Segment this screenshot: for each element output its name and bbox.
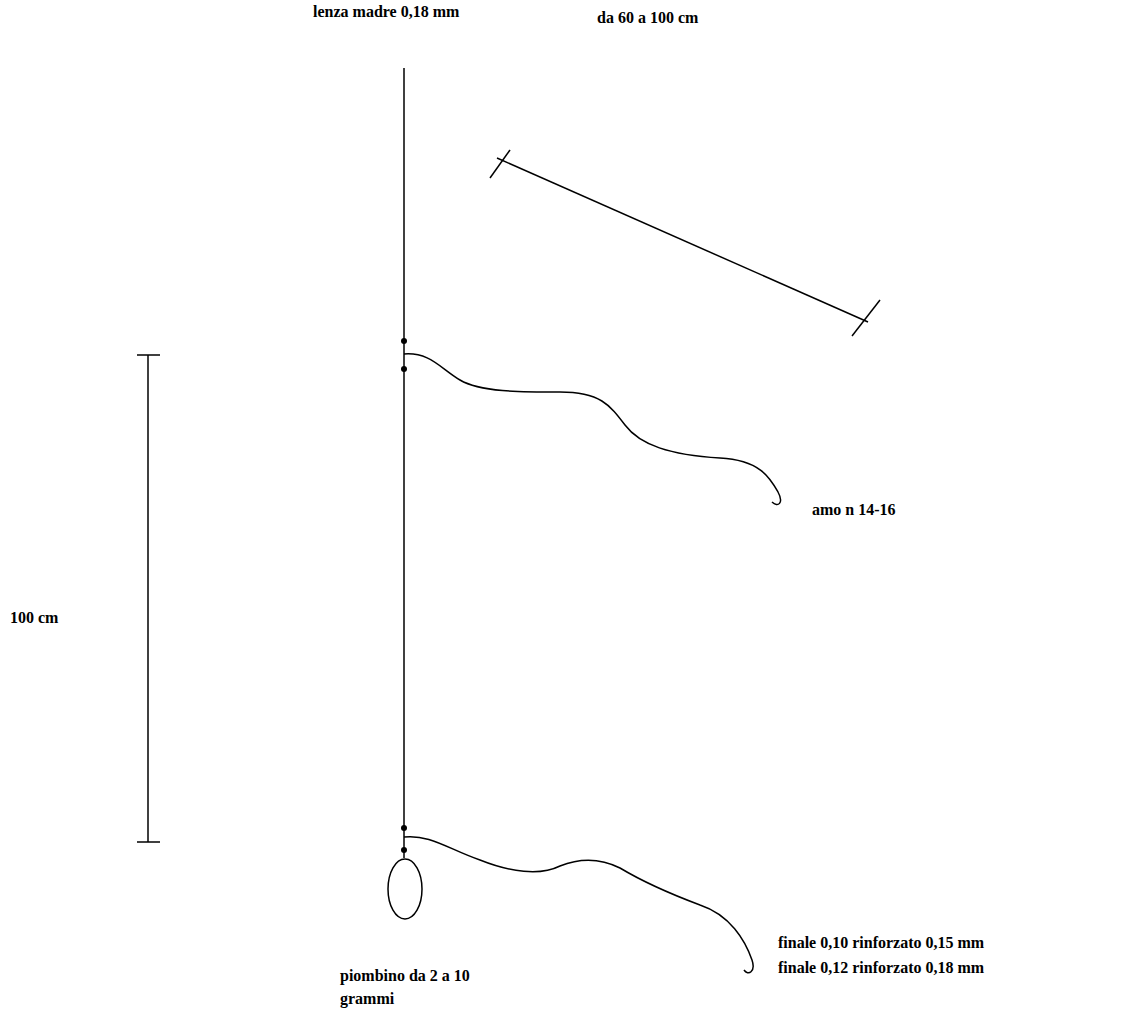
dimension-label: 100 cm: [10, 606, 58, 629]
stopper-bead: [401, 825, 407, 831]
line-label: lenza madre 0,18 mm: [313, 0, 459, 23]
upper-snood: [404, 354, 780, 505]
dimension-tick: [137, 841, 160, 843]
dimension-tick: [137, 354, 160, 356]
sinker-label: piombino da 2 a 10 grammi: [340, 964, 515, 1010]
leader-label: finale 0,12 rinforzato 0,18 mm: [778, 956, 984, 979]
dimension-tick: [490, 150, 510, 178]
main-line: [403, 68, 405, 858]
hook-label: amo n 14-16: [812, 498, 896, 521]
lower-snood: [404, 837, 753, 973]
dimension-label: da 60 a 100 cm: [597, 6, 698, 29]
stopper-bead: [401, 338, 407, 344]
stopper-bead: [401, 366, 407, 372]
height-dimension: [147, 355, 149, 842]
stopper-bead: [401, 847, 407, 853]
lead-sinker: [388, 859, 422, 919]
dimension-tick: [852, 300, 880, 336]
length-dimension: [497, 158, 868, 322]
leader-label: finale 0,10 rinforzato 0,15 mm: [778, 931, 984, 954]
